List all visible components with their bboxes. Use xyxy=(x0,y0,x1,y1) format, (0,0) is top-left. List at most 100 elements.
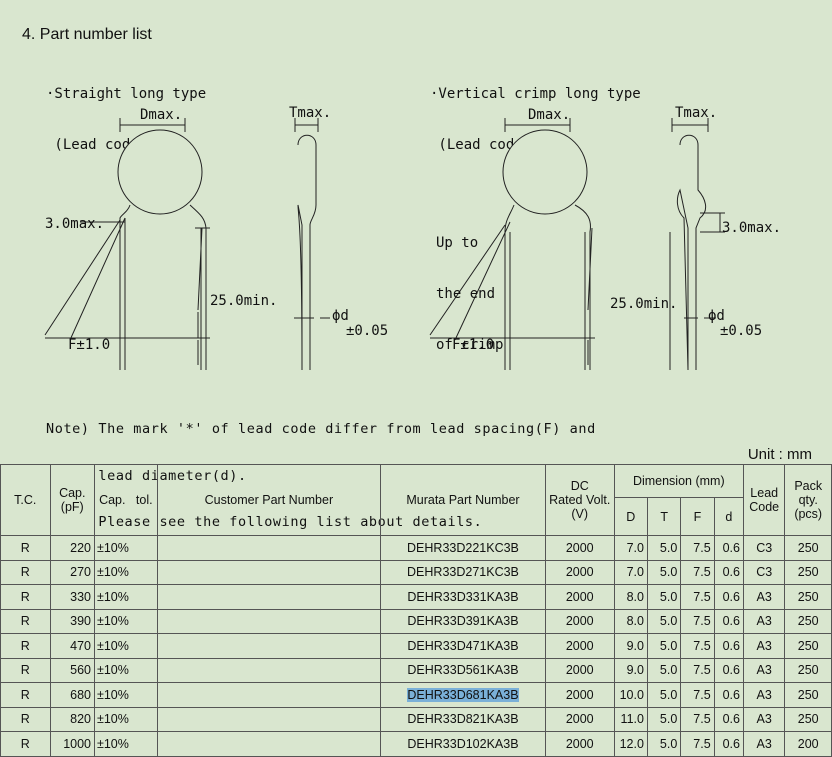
cell-qty: 200 xyxy=(784,731,832,757)
cell-lead: A3 xyxy=(742,633,786,659)
cell-T: 5.0 xyxy=(646,657,682,683)
cell-murata: DEHR33D681KA3B xyxy=(380,682,546,708)
crimp-note-line2: the end xyxy=(436,286,496,302)
cell-tc: R xyxy=(0,706,51,732)
header-cap-tol: Cap. tol. xyxy=(94,464,158,536)
vertical-spacing-label: F±1.0 xyxy=(452,337,495,353)
vertical-phi-label: ϕd xyxy=(708,308,725,324)
vertical-type-name: ·Vertical crimp long type xyxy=(430,86,641,102)
vertical-type-title: ·Vertical crimp long type (Lead code:A*) xyxy=(430,52,641,171)
cell-lead: A3 xyxy=(742,682,786,708)
cell-lead: A3 xyxy=(742,706,786,732)
straight-tol-label: ±0.05 xyxy=(346,323,389,339)
cell-lead: A3 xyxy=(742,584,786,610)
header-dimension: Dimension (mm) xyxy=(613,464,744,498)
cell-tol: ±10% xyxy=(94,706,158,732)
cell-volt: 2000 xyxy=(544,535,615,561)
cell-murata: DEHR33D331KA3B xyxy=(380,584,546,610)
cell-murata: DEHR33D102KA3B xyxy=(380,731,546,757)
murata-part-text[interactable]: DEHR33D471KA3B xyxy=(407,638,519,653)
cell-D: 8.0 xyxy=(613,608,648,634)
cell-volt: 2000 xyxy=(544,657,615,683)
header-murata-part: Murata Part Number xyxy=(380,464,546,536)
cell-tol: ±10% xyxy=(94,559,158,585)
cell-tc: R xyxy=(0,559,51,585)
cell-tol: ±10% xyxy=(94,657,158,683)
cell-T: 5.0 xyxy=(646,584,682,610)
cell-cap: 470 xyxy=(49,633,96,659)
cell-customer xyxy=(156,535,382,561)
header-cap: Cap.(pF) xyxy=(49,464,96,536)
cell-volt: 2000 xyxy=(544,559,615,585)
vertical-tmax-label: Tmax. xyxy=(675,105,718,121)
note-line1: Note) The mark '*' of lead code differ f… xyxy=(46,421,596,437)
cell-T: 5.0 xyxy=(646,682,682,708)
cell-murata: DEHR33D221KC3B xyxy=(380,535,546,561)
murata-part-text[interactable]: DEHR33D561KA3B xyxy=(407,663,519,678)
header-T: T xyxy=(646,497,682,536)
header-D: D xyxy=(613,497,648,536)
cell-cap: 560 xyxy=(49,657,96,683)
cell-tc: R xyxy=(0,682,51,708)
cell-tol: ±10% xyxy=(94,584,158,610)
cell-tc: R xyxy=(0,535,51,561)
cell-lead: A3 xyxy=(742,608,786,634)
header-tc: T.C. xyxy=(0,464,51,536)
cell-tc: R xyxy=(0,657,51,683)
cell-D: 11.0 xyxy=(613,706,648,732)
cell-volt: 2000 xyxy=(544,584,615,610)
cell-T: 5.0 xyxy=(646,731,682,757)
cell-volt: 2000 xyxy=(544,633,615,659)
crimp-note-line1: Up to xyxy=(436,235,479,251)
cell-lead: A3 xyxy=(742,657,786,683)
murata-part-text[interactable]: DEHR33D331KA3B xyxy=(407,589,519,604)
cell-d: 0.6 xyxy=(713,731,744,757)
cell-D: 7.0 xyxy=(613,535,648,561)
cell-qty: 250 xyxy=(784,633,832,659)
cell-d: 0.6 xyxy=(713,535,744,561)
murata-part-text[interactable]: DEHR33D271KC3B xyxy=(407,565,519,580)
cell-T: 5.0 xyxy=(646,559,682,585)
header-customer-part: Customer Part Number xyxy=(156,464,382,536)
cell-murata: DEHR33D391KA3B xyxy=(380,608,546,634)
cell-cap: 270 xyxy=(49,559,96,585)
cell-d: 0.6 xyxy=(713,706,744,732)
cell-tol: ±10% xyxy=(94,608,158,634)
vertical-25min-label: 25.0min. xyxy=(610,296,678,312)
cell-qty: 250 xyxy=(784,657,832,683)
cell-F: 7.5 xyxy=(680,608,715,634)
cell-F: 7.5 xyxy=(680,682,715,708)
murata-part-text[interactable]: DEHR33D821KA3B xyxy=(407,712,519,727)
straight-tmax-label: Tmax. xyxy=(289,105,332,121)
straight-3max-label: 3.0max. xyxy=(45,216,105,232)
cell-customer xyxy=(156,633,382,659)
cell-D: 9.0 xyxy=(613,657,648,683)
murata-part-text[interactable]: DEHR33D681KA3B xyxy=(407,687,519,702)
cell-cap: 820 xyxy=(49,706,96,732)
cell-customer xyxy=(156,608,382,634)
murata-part-text[interactable]: DEHR33D102KA3B xyxy=(407,736,519,751)
header-F: F xyxy=(680,497,715,536)
cell-tol: ±10% xyxy=(94,633,158,659)
murata-part-text[interactable]: DEHR33D221KC3B xyxy=(407,540,519,555)
cell-D: 8.0 xyxy=(613,584,648,610)
murata-part-text[interactable]: DEHR33D391KA3B xyxy=(407,614,519,629)
cell-F: 7.5 xyxy=(680,535,715,561)
cell-murata: DEHR33D561KA3B xyxy=(380,657,546,683)
cell-tc: R xyxy=(0,584,51,610)
cell-cap: 390 xyxy=(49,608,96,634)
cell-customer xyxy=(156,731,382,757)
cell-d: 0.6 xyxy=(713,657,744,683)
cell-murata: DEHR33D471KA3B xyxy=(380,633,546,659)
cell-volt: 2000 xyxy=(544,731,615,757)
cell-lead: A3 xyxy=(742,731,786,757)
straight-dmax-label: Dmax. xyxy=(140,107,183,123)
cell-tol: ±10% xyxy=(94,682,158,708)
cell-T: 5.0 xyxy=(646,608,682,634)
